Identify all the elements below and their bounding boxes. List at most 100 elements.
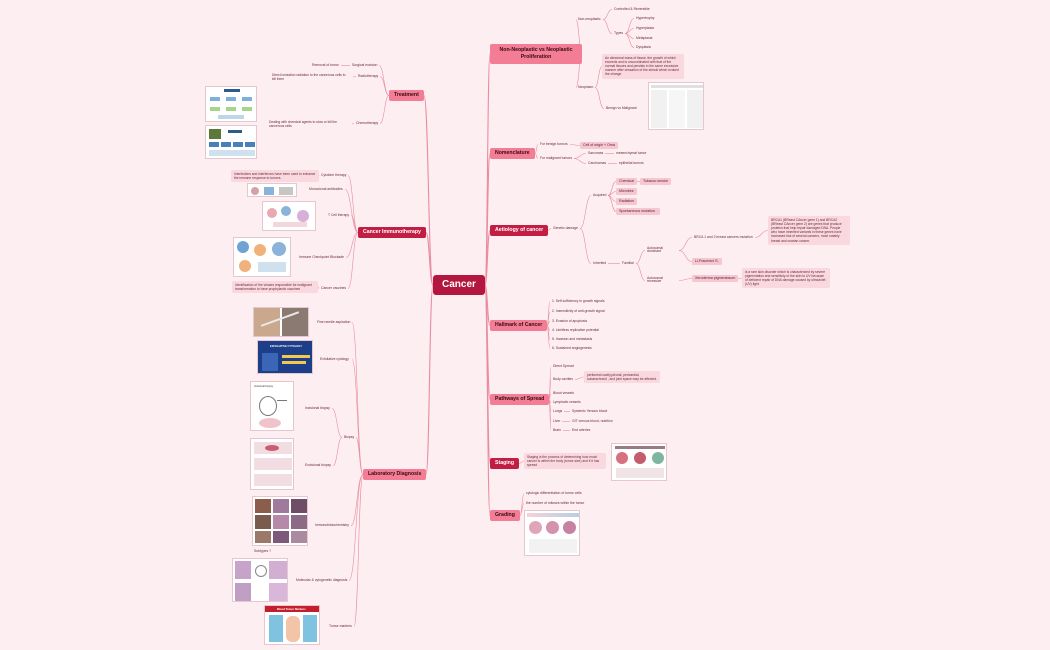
node-familial[interactable]: Familial [622, 261, 634, 265]
checkpoint-blockade-image [233, 237, 291, 277]
branch-non-neoplastic-vs-neoplastic[interactable]: Non-Neoplastic vs Neoplastic Proliferati… [490, 44, 582, 64]
node-brain[interactable]: Brain [553, 428, 561, 432]
node-body-cavities[interactable]: Body cavities [553, 377, 573, 381]
node-non-neoplastic[interactable]: Non-neoplastic [578, 17, 601, 21]
node-inherited[interactable]: Inherited [593, 261, 607, 265]
vaccines-description: Identification of the viruses responsibl… [232, 281, 318, 294]
node-tumor-markers[interactable]: Tumor markers [329, 624, 352, 628]
grading-criterion-differentiation: cytologic differentiation of tumor cells [526, 491, 582, 495]
node-radiation[interactable]: Radiation [616, 198, 638, 205]
node-lungs[interactable]: Lungs [553, 409, 563, 413]
node-benign-tumors[interactable]: For benign tumors [540, 142, 568, 146]
exfoliative-image-caption: EXFOLIATIVE CYTOLOGY [270, 345, 303, 348]
node-xeroderma-pigmentosum[interactable]: Xeroderma pigmentosum [692, 275, 739, 282]
node-biopsy[interactable]: Biopsy [344, 435, 355, 439]
node-lymphatic-vessels[interactable]: Lymphatic vessels [553, 400, 581, 404]
node-spontaneous-mutation[interactable]: Spontaneous mutation [616, 208, 660, 215]
branch-staging[interactable]: Staging [490, 458, 520, 470]
node-lungs-desc: Systemic Venous blood [572, 409, 608, 413]
hallmark-item[interactable]: 5. Invasion and metastasis [552, 337, 593, 341]
hallmark-item[interactable]: 1. Self sufficiency in growth signals [552, 299, 605, 303]
immunohistochemistry-image [252, 496, 308, 546]
hallmark-item[interactable]: 2. Insensitivity of anti-growth signal [552, 309, 605, 313]
node-chemotherapy[interactable]: Chemotherapy [356, 121, 379, 125]
node-autosomal-recessive[interactable]: Autosomal recessive [647, 276, 664, 284]
branch-cancer-immunotherapy[interactable]: Cancer Immunotherapy [358, 227, 426, 239]
node-benign-rule: Cell of origin + Oma [580, 142, 618, 149]
node-chemical[interactable]: Chemical [616, 178, 637, 185]
node-surgical-excision[interactable]: Surgical excision [352, 63, 378, 67]
node-controlled-reversible[interactable]: Controlled & Reversible [614, 7, 650, 11]
staging-description: Staging is the process of determining ho… [524, 453, 606, 470]
node-cancer-vaccines[interactable]: Cancer vaccines [321, 286, 347, 290]
root-node-cancer[interactable]: Cancer [433, 275, 485, 295]
node-li-fraumeni[interactable]: Li-Fraumeni S. [692, 258, 722, 265]
connector-line [546, 325, 551, 349]
connector-line [579, 195, 592, 229]
node-hypertrophy[interactable]: Hypertrophy [636, 16, 655, 20]
node-metaplasia[interactable]: Metaplasia [636, 36, 653, 40]
grading-image [524, 510, 580, 556]
excisional-biopsy-image [250, 438, 294, 490]
node-sarcomas[interactable]: Sarcomas [588, 151, 604, 155]
node-t-cell-therapy[interactable]: T Cell therapy [328, 213, 350, 217]
connector-line [573, 153, 587, 159]
connector-line [351, 322, 364, 475]
connector-line [347, 232, 359, 289]
branch-treatment[interactable]: Treatment [389, 90, 424, 102]
connector-line [344, 189, 359, 233]
branch-hallmark-of-cancer[interactable]: Hallmark of Cancer [490, 320, 548, 332]
node-types[interactable]: Types [614, 31, 624, 35]
grading-criterion-mitoses: the number of mitoses within the tumor [526, 501, 585, 505]
node-incisional-biopsy[interactable]: Incisional biopsy [305, 406, 330, 410]
cytokine-description: Interleukins and interferons have been u… [231, 170, 319, 183]
node-autosomal-dominant[interactable]: Autosomal dominant [647, 246, 664, 254]
connector-line [737, 277, 743, 279]
node-removal-of-tumor: Removal of tumor [312, 63, 339, 67]
node-immune-checkpoint-blockade[interactable]: Immune Checkpoint Blockade [299, 255, 345, 259]
connector-line [534, 144, 539, 154]
branch-nomenclature[interactable]: Nomenclature [490, 148, 535, 160]
node-immunohistochemistry[interactable]: Immunohistochemistry [315, 523, 349, 527]
hallmark-item[interactable]: 4. Limitless replicative potential [552, 328, 599, 332]
node-direct-spread[interactable]: Direct Spread [553, 364, 574, 368]
t-cell-therapy-image [262, 201, 316, 231]
branch-pathways-of-spread[interactable]: Pathways of Spread [490, 394, 550, 406]
branch-aetiology-of-cancer[interactable]: Aetiology of cancer [490, 225, 549, 237]
hallmark-item[interactable]: 6. Sustained angiogenesis [552, 346, 592, 350]
connector-line [484, 229, 491, 286]
node-neoplasm[interactable]: Neoplasm [578, 85, 594, 89]
node-molecular-cytogenetic-diagnosis[interactable]: Molecular & cytogenetic diagnosis [296, 578, 348, 582]
node-blood-vessels[interactable]: Blood vessels [553, 391, 574, 395]
connector-line [624, 33, 635, 48]
connector-line [484, 284, 491, 517]
radiotherapy-description: Direct ionization radiation to the cance… [272, 73, 346, 82]
connector-line [548, 399, 552, 431]
connector-line [379, 95, 390, 124]
node-excisional-biopsy[interactable]: Excisional biopsy [305, 463, 332, 467]
node-benign-vs-malignant[interactable]: Benign vs Malignant [606, 106, 637, 110]
node-acquired[interactable]: Acquired [593, 193, 607, 197]
node-malignant-tumors[interactable]: For malignant tumors [540, 156, 573, 160]
connector-line [351, 123, 355, 125]
node-carcinomas[interactable]: Carcinomas [588, 161, 607, 165]
node-liver[interactable]: Liver [553, 419, 561, 423]
node-radiotherapy[interactable]: Radiotherapy [358, 74, 379, 78]
hallmark-item[interactable]: 3. Evasion of apoptosis [552, 319, 588, 323]
connector-line [317, 286, 320, 289]
node-hyperplasia[interactable]: Hyperplasia [636, 26, 654, 30]
body-cavities-description: peritoneal cavity,pleural, pericardial, … [584, 371, 660, 384]
node-monoclonal-antibodies[interactable]: Monoclonal antibodies [309, 187, 343, 191]
node-exfoliative-cytology[interactable]: Exfoliative cytology [320, 357, 349, 361]
monoclonal-antibody-image [247, 183, 297, 197]
node-fine-needle-aspiration[interactable]: Fine needle aspiration [317, 320, 351, 324]
treatment-image-flowchart [205, 86, 257, 122]
branch-grading[interactable]: Grading [490, 510, 520, 522]
node-dysplasia[interactable]: Dysplasia [636, 45, 651, 49]
node-cytokine-therapy[interactable]: Cytokine therapy [321, 173, 347, 177]
node-microbes[interactable]: Microbes [616, 188, 637, 195]
connector-line [347, 175, 359, 233]
branch-laboratory-diagnosis[interactable]: Laboratory Diagnosis [363, 469, 427, 481]
node-genetic-damage[interactable]: Genetic damage [553, 226, 578, 230]
node-brca-mutation[interactable]: BRCA 1 and 2 breast cancers mutation [694, 235, 753, 239]
